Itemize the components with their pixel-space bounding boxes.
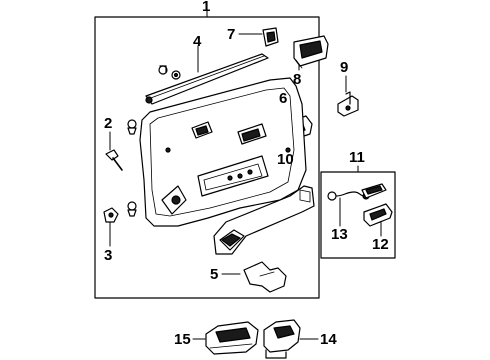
callout-6: 6 xyxy=(279,90,288,107)
callout-9: 9 xyxy=(340,59,349,76)
callout-8: 8 xyxy=(293,71,302,88)
switch-12 xyxy=(363,203,393,227)
callout-7: 7 xyxy=(227,26,236,43)
bracket-5 xyxy=(243,261,287,293)
door-trim-panel xyxy=(139,77,307,227)
callout-13: 13 xyxy=(331,226,348,243)
belt-moulding xyxy=(145,53,269,105)
callout-4: 4 xyxy=(193,33,202,50)
panel-clips xyxy=(127,119,137,217)
callout-5: 5 xyxy=(210,266,219,283)
lamp-wire-13 xyxy=(327,191,370,201)
leader-lines xyxy=(109,9,382,340)
callout-1: 1 xyxy=(202,0,211,15)
screw-2 xyxy=(105,149,123,171)
lamp-housing xyxy=(361,183,387,199)
callout-14: 14 xyxy=(320,331,337,348)
clip-3 xyxy=(103,207,119,223)
callout-10: 10 xyxy=(277,151,294,168)
window-switch-15 xyxy=(205,321,259,355)
trim-clips xyxy=(158,65,181,80)
switch-bezel-8 xyxy=(293,35,329,69)
callout-15: 15 xyxy=(174,331,191,348)
callout-2: 2 xyxy=(104,115,113,132)
callout-3: 3 xyxy=(104,247,113,264)
window-switch-14 xyxy=(263,319,301,359)
callout-11: 11 xyxy=(349,149,365,166)
bracket-9 xyxy=(337,91,359,117)
armrest-10 xyxy=(213,185,315,255)
clip-7 xyxy=(262,27,279,47)
callout-12: 12 xyxy=(372,236,389,253)
